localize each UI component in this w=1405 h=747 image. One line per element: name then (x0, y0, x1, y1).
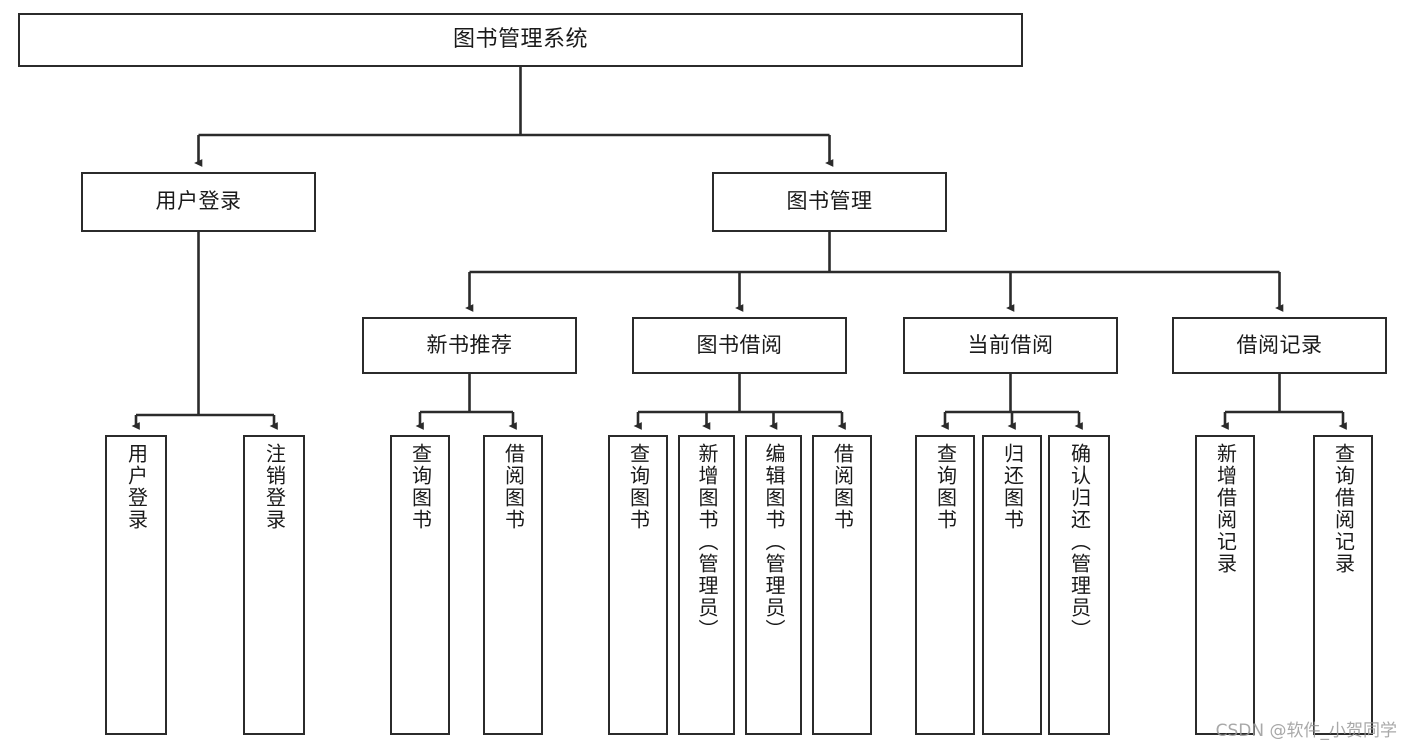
node-leaf-bor-1[interactable]: 查询图书 (608, 435, 668, 735)
node-leaf-cur-1[interactable]: 查询图书 (915, 435, 975, 735)
csdn-watermark: CSDN @软件_小贺同学 (1215, 721, 1397, 741)
node-label: 用户登录 (124, 443, 149, 531)
node-root[interactable]: 图书管理系统 (18, 13, 1023, 67)
node-label: 新书推荐 (426, 332, 513, 357)
node-label: 借阅图书 (501, 443, 526, 531)
node-label: 新增借阅记录 (1213, 443, 1238, 575)
node-leaf-cur-3[interactable]: 确认归还（管理员） (1048, 435, 1110, 735)
node-label: 查询图书 (626, 443, 651, 531)
node-newrec[interactable]: 新书推荐 (362, 317, 577, 374)
node-leaf-cur-2[interactable]: 归还图书 (982, 435, 1042, 735)
node-borrow[interactable]: 图书借阅 (632, 317, 847, 374)
node-label: 编辑图书（管理员） (762, 443, 786, 641)
node-bookmgmt[interactable]: 图书管理 (712, 172, 947, 232)
node-leaf-rec-1[interactable]: 新增借阅记录 (1195, 435, 1255, 735)
node-leaf-bor-2[interactable]: 新增图书（管理员） (678, 435, 735, 735)
node-leaf-login-1[interactable]: 用户登录 (105, 435, 167, 735)
node-label: 查询借阅记录 (1331, 443, 1356, 575)
node-leaf-new-1[interactable]: 查询图书 (390, 435, 450, 735)
node-leaf-new-2[interactable]: 借阅图书 (483, 435, 543, 735)
node-leaf-login-2[interactable]: 注销登录 (243, 435, 305, 735)
node-label: 查询图书 (408, 443, 433, 531)
node-label: 图书管理 (786, 189, 873, 214)
node-label: 归还图书 (1000, 443, 1025, 531)
node-leaf-bor-3[interactable]: 编辑图书（管理员） (745, 435, 802, 735)
node-label: 确认归还（管理员） (1067, 443, 1092, 641)
node-login[interactable]: 用户登录 (81, 172, 316, 232)
node-label: 查询图书 (933, 443, 958, 531)
node-label: 图书借阅 (696, 332, 783, 357)
node-label: 图书管理系统 (452, 26, 588, 52)
node-current[interactable]: 当前借阅 (903, 317, 1118, 374)
node-label: 用户登录 (155, 189, 242, 214)
node-leaf-bor-4[interactable]: 借阅图书 (812, 435, 872, 735)
node-label: 新增图书（管理员） (695, 443, 719, 641)
node-label: 借阅图书 (830, 443, 855, 531)
node-records[interactable]: 借阅记录 (1172, 317, 1387, 374)
node-label: 借阅记录 (1236, 332, 1323, 357)
node-leaf-rec-2[interactable]: 查询借阅记录 (1313, 435, 1373, 735)
node-label: 当前借阅 (967, 332, 1054, 357)
node-label: 注销登录 (262, 443, 287, 531)
